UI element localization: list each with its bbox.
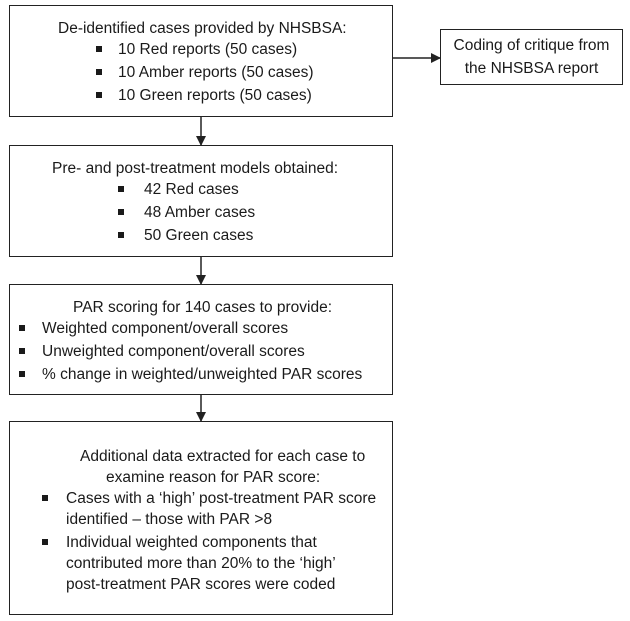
box3-bullet-1 bbox=[19, 325, 25, 331]
box1-bullet-1 bbox=[96, 46, 102, 52]
box4-item-2-line-3: post-treatment PAR scores were coded bbox=[66, 576, 336, 593]
box4-title-line-2: examine reason for PAR score: bbox=[106, 469, 321, 486]
box2-title: Pre- and post-treatment models obtained: bbox=[52, 160, 339, 177]
side-box-line-2: the NHSBSA report bbox=[464, 60, 599, 77]
box3-bullet-2 bbox=[19, 348, 25, 354]
box2-bullet-3 bbox=[118, 232, 124, 238]
box2-item-1: 42 Red cases bbox=[144, 181, 239, 198]
box1-bullet-3 bbox=[96, 92, 102, 98]
box2-bullet-2 bbox=[118, 209, 124, 215]
box4-item-2-line-2: contributed more than 20% to the ‘high’ bbox=[66, 555, 336, 572]
box4-bullet-2 bbox=[42, 539, 48, 545]
box-coding-critique bbox=[440, 29, 623, 85]
box2-item-2: 48 Amber cases bbox=[144, 204, 256, 221]
box4-item-1-line-2: identified – those with PAR >8 bbox=[66, 511, 273, 528]
box3-item-1: Weighted component/overall scores bbox=[42, 320, 289, 337]
box4-title-line-1: Additional data extracted for each case … bbox=[80, 448, 366, 465]
box1-title: De-identified cases provided by NHSBSA: bbox=[58, 20, 347, 37]
side-box-line-1: Coding of critique from bbox=[453, 37, 610, 54]
box-additional-data bbox=[9, 421, 393, 615]
box1-bullet-2 bbox=[96, 69, 102, 75]
box3-item-2: Unweighted component/overall scores bbox=[42, 343, 305, 360]
box3-bullet-3 bbox=[19, 371, 25, 377]
box-models-obtained bbox=[9, 145, 393, 257]
box4-item-2-line-1: Individual weighted components that bbox=[66, 534, 317, 551]
box4-item-1-line-1: Cases with a ‘high’ post-treatment PAR s… bbox=[66, 490, 377, 507]
box1-item-2: 10 Amber reports (50 cases) bbox=[118, 64, 314, 81]
box-deidentified-cases bbox=[9, 5, 393, 117]
box1-item-1: 10 Red reports (50 cases) bbox=[118, 41, 298, 58]
box3-title: PAR scoring for 140 cases to provide: bbox=[73, 299, 333, 316]
box-par-scoring bbox=[9, 284, 393, 395]
box2-item-3: 50 Green cases bbox=[144, 227, 254, 244]
box2-bullet-1 bbox=[118, 186, 124, 192]
box1-item-3: 10 Green reports (50 cases) bbox=[118, 87, 312, 104]
box3-item-3: % change in weighted/unweighted PAR scor… bbox=[42, 366, 363, 383]
box4-bullet-1 bbox=[42, 495, 48, 501]
